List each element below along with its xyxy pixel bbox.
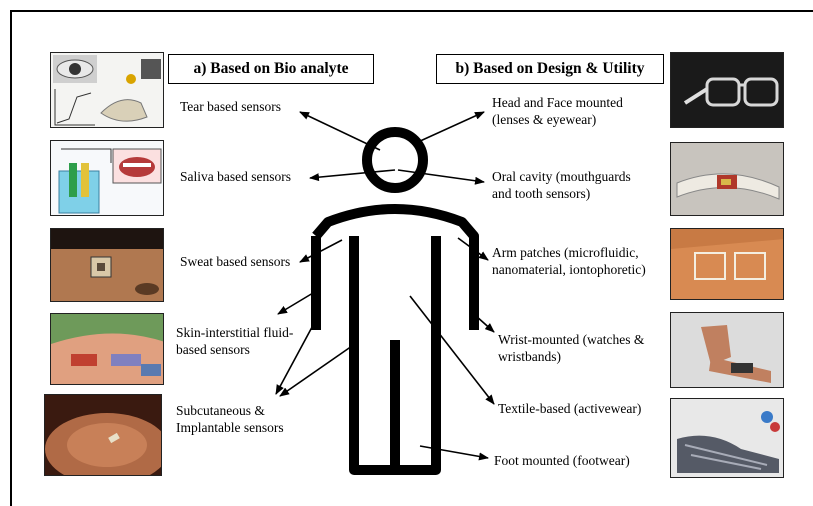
label-foot-mounted: Foot mounted (footwear): [494, 452, 630, 469]
label-tear-sensors: Tear based sensors: [180, 98, 281, 115]
arrow-saliva: [310, 170, 395, 178]
label-saliva-sensors: Saliva based sensors: [180, 168, 291, 185]
arrow-textile: [410, 296, 494, 404]
figure-head: [367, 132, 423, 188]
label-skin-isf-sensors: Skin-interstitial fluid- based sensors: [176, 324, 293, 358]
label-textile-based: Textile-based (activewear): [498, 400, 641, 417]
label-oral-cavity: Oral cavity (mouthguards and tooth senso…: [492, 168, 631, 202]
arrow-head-face: [418, 112, 484, 142]
label-subcutaneous-sensors: Subcutaneous & Implantable sensors: [176, 402, 284, 436]
label-head-face: Head and Face mounted (lenses & eyewear): [492, 94, 623, 128]
label-wrist-mounted: Wrist-mounted (watches & wristbands): [498, 331, 644, 365]
label-arm-patches: Arm patches (microfluidic, nanomaterial,…: [492, 244, 646, 278]
arrow-tear: [300, 112, 380, 150]
label-sweat-sensors: Sweat based sensors: [180, 253, 290, 270]
arrow-foot: [420, 446, 488, 458]
